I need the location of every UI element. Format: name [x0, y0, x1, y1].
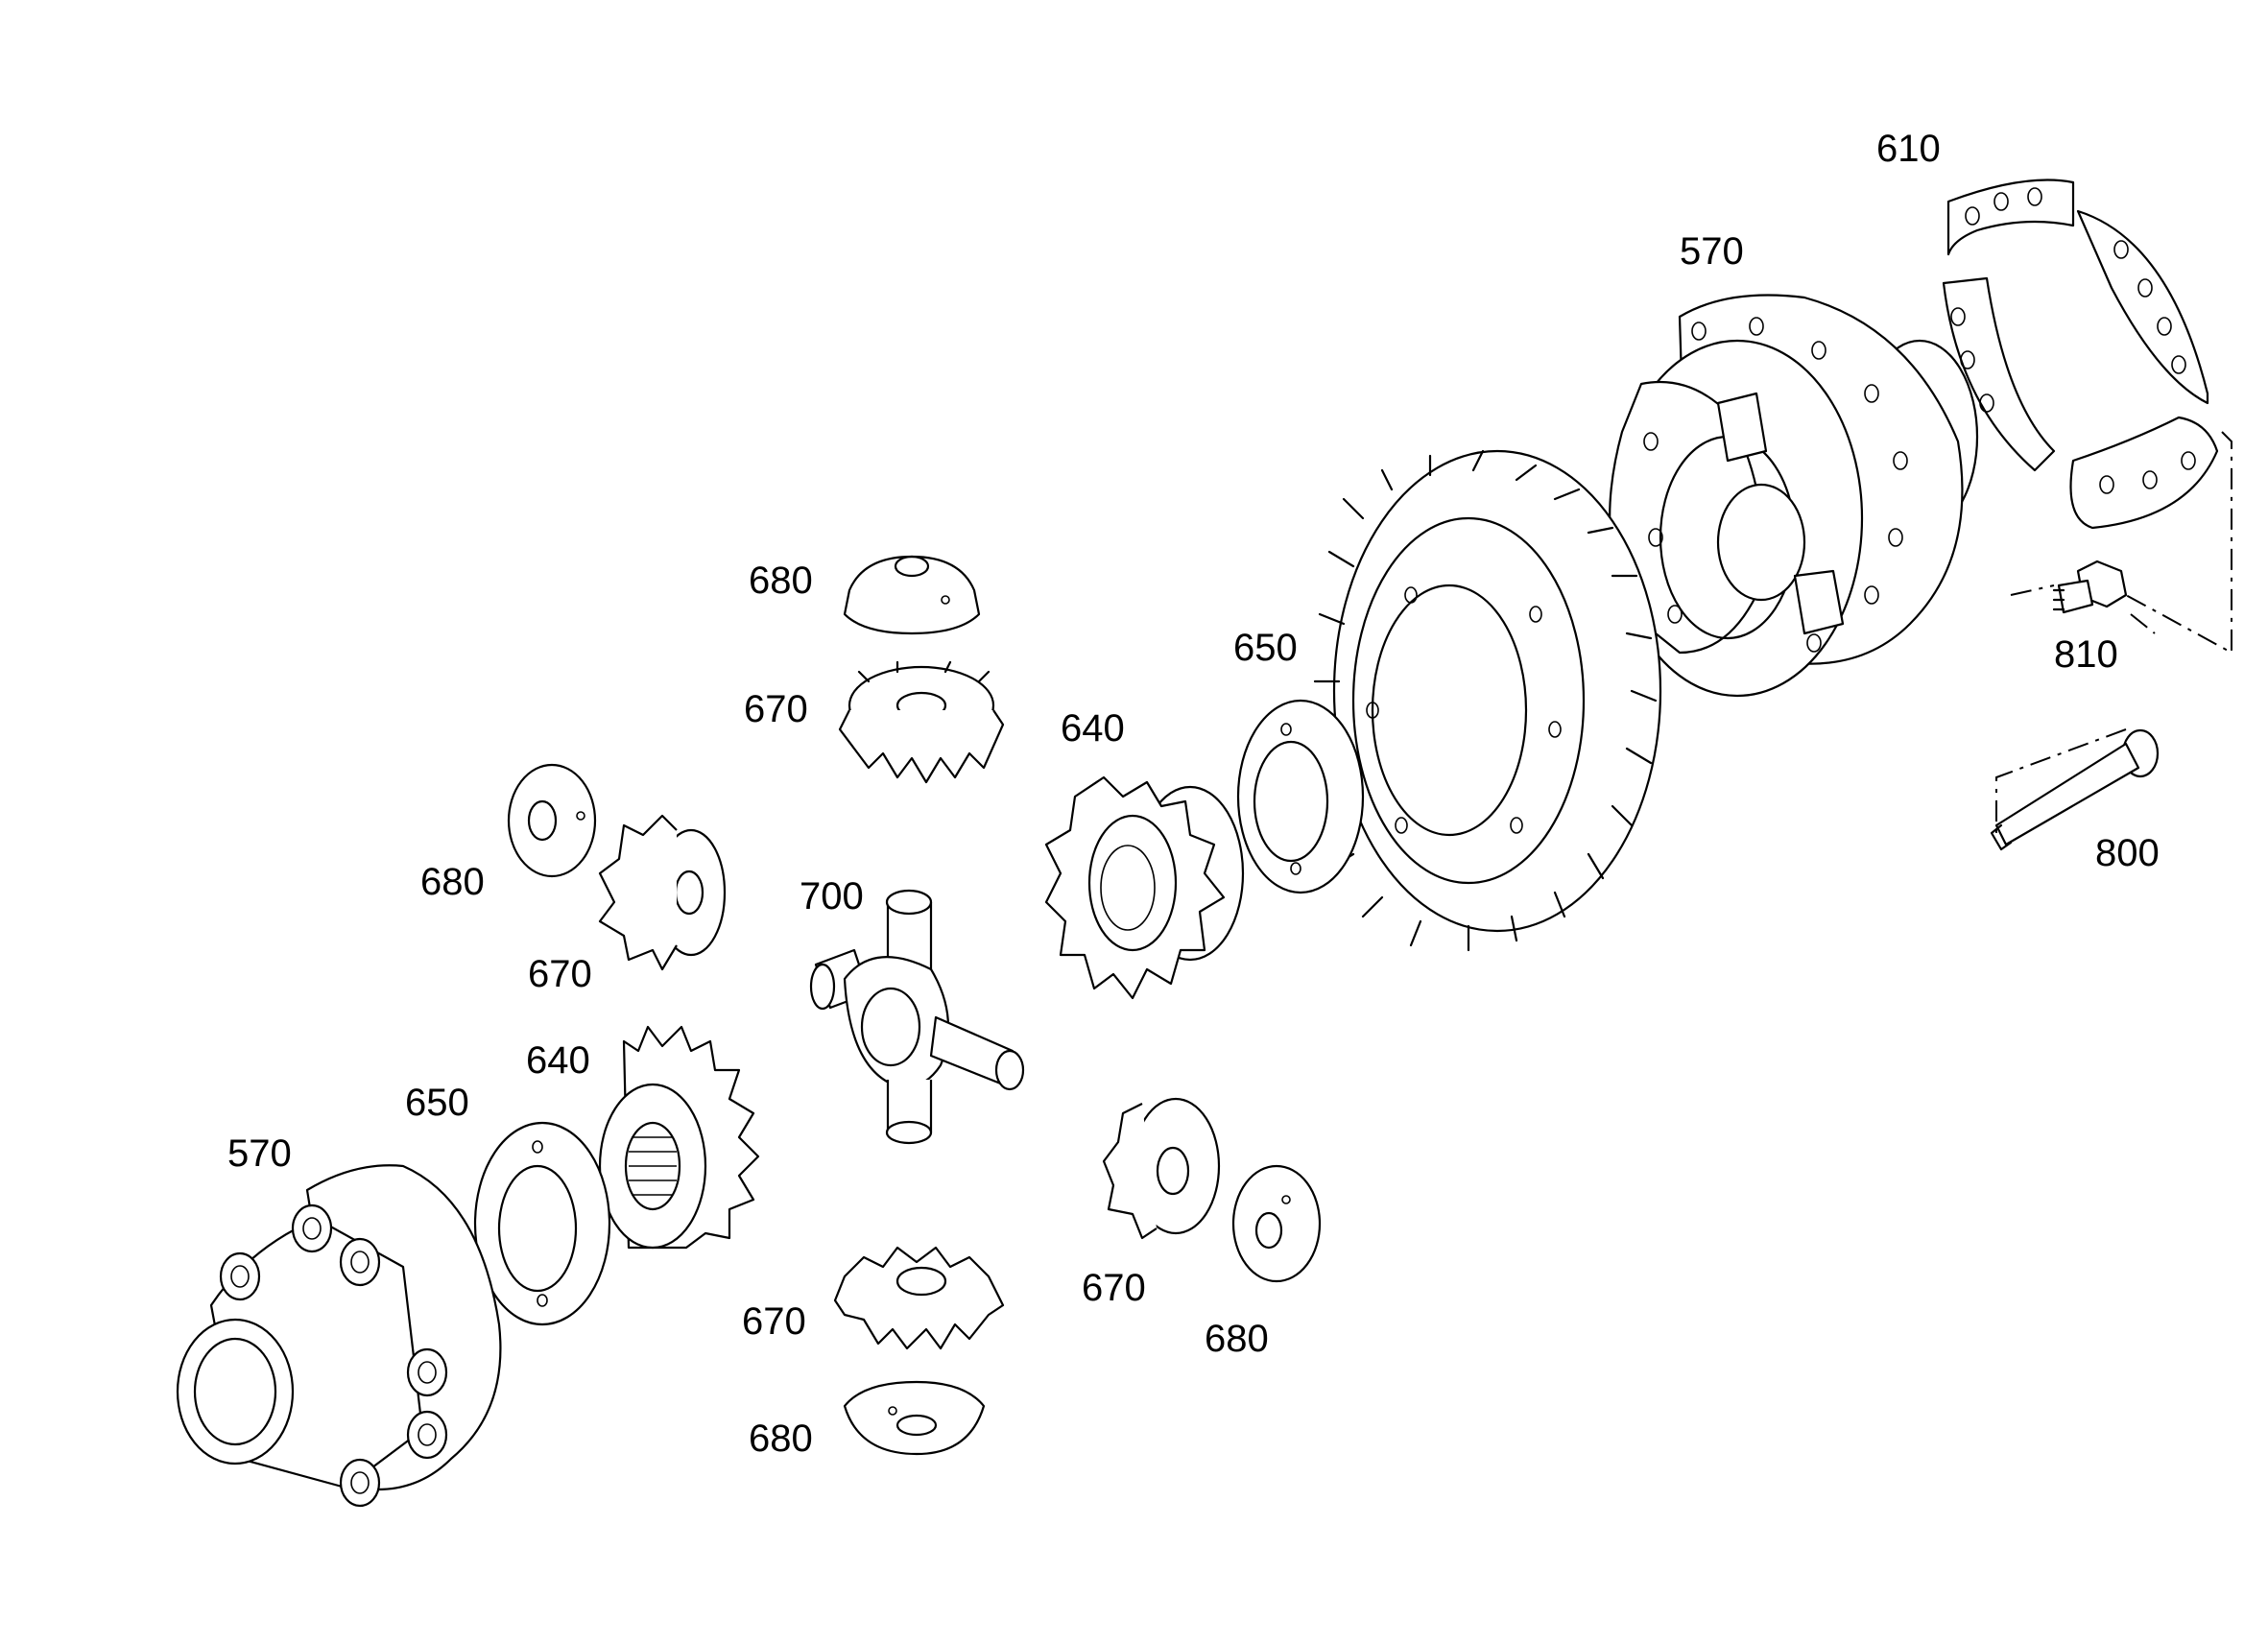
part-680-top-washer	[843, 555, 981, 635]
part-640-right-side-gear	[1044, 775, 1245, 1000]
callout-670-top: 670	[744, 688, 808, 730]
callout-650-left: 650	[405, 1082, 469, 1124]
ring-bolt-holes	[1950, 187, 2196, 494]
part-650-left-washer	[473, 1121, 611, 1326]
callout-680-bottom: 680	[749, 1418, 813, 1460]
callout-570-top: 570	[1680, 230, 1744, 273]
callout-680-top: 680	[749, 560, 813, 602]
callout-670-right: 670	[1082, 1267, 1146, 1309]
callout-800: 800	[2095, 832, 2160, 874]
callout-570-left: 570	[227, 1132, 292, 1175]
part-610-ring-segments	[1942, 179, 2219, 530]
part-670-bottom-pinion	[833, 1246, 1005, 1350]
part-570-right-housing	[1609, 294, 1979, 698]
part-670-top-pinion	[838, 660, 1005, 784]
part-650-right-washer	[1236, 699, 1365, 894]
part-670-left-pinion	[598, 814, 727, 971]
ring-gear	[1308, 449, 1662, 952]
part-680-right-washer	[1231, 1164, 1322, 1283]
callout-670-left: 670	[528, 953, 592, 995]
callout-680-right: 680	[1205, 1318, 1269, 1360]
callout-640-left: 640	[526, 1039, 590, 1082]
callout-680-left: 680	[420, 861, 485, 903]
part-680-left-washer	[507, 763, 597, 878]
part-800-long-bolt	[1990, 728, 2160, 851]
part-640-left-side-gear	[598, 1025, 760, 1250]
assembly-lines	[1995, 431, 2232, 835]
part-810-bolt	[2052, 560, 2128, 614]
callout-610: 610	[1876, 128, 1941, 170]
callout-700: 700	[800, 875, 864, 917]
part-670-right-pinion	[1102, 1097, 1221, 1240]
part-680-bottom-washer	[843, 1380, 986, 1456]
callout-640-right: 640	[1061, 707, 1125, 750]
part-570-left-housing	[176, 1164, 502, 1508]
callout-670-bottom: 670	[742, 1300, 806, 1343]
callout-810: 810	[2054, 633, 2118, 676]
part-700-cross-shaft	[809, 889, 1025, 1145]
housing-bosses	[219, 1203, 448, 1508]
callout-labels: 610 570 680 650 670 640 810 680 700 800 …	[227, 128, 2160, 1460]
callout-650-right: 650	[1233, 627, 1298, 669]
